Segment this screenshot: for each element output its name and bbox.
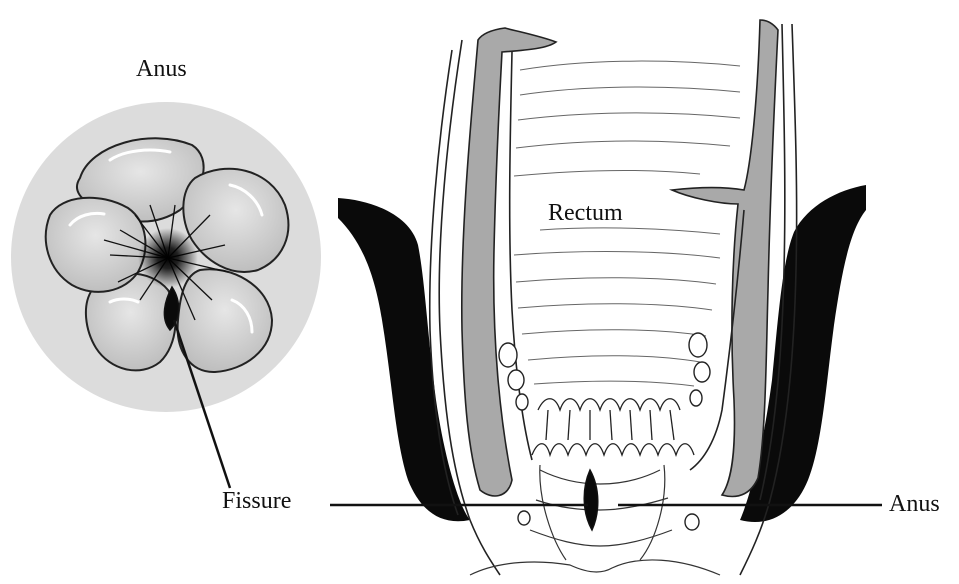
anal-opening [138,228,198,288]
anal-columns [532,399,694,455]
rectum-cross-section [330,20,882,575]
label-rectum: Rectum [548,200,623,227]
left-sphincter [338,198,470,521]
fissure-tear-section [584,470,598,530]
label-anus-section: Anus [889,491,940,518]
right-muscle-wall [672,20,778,496]
left-muscle-wall [462,28,556,496]
anal-glands [499,333,710,530]
label-anus-external: Anus [136,56,187,83]
label-fissure: Fissure [222,488,291,515]
external-anus-view [11,102,321,488]
